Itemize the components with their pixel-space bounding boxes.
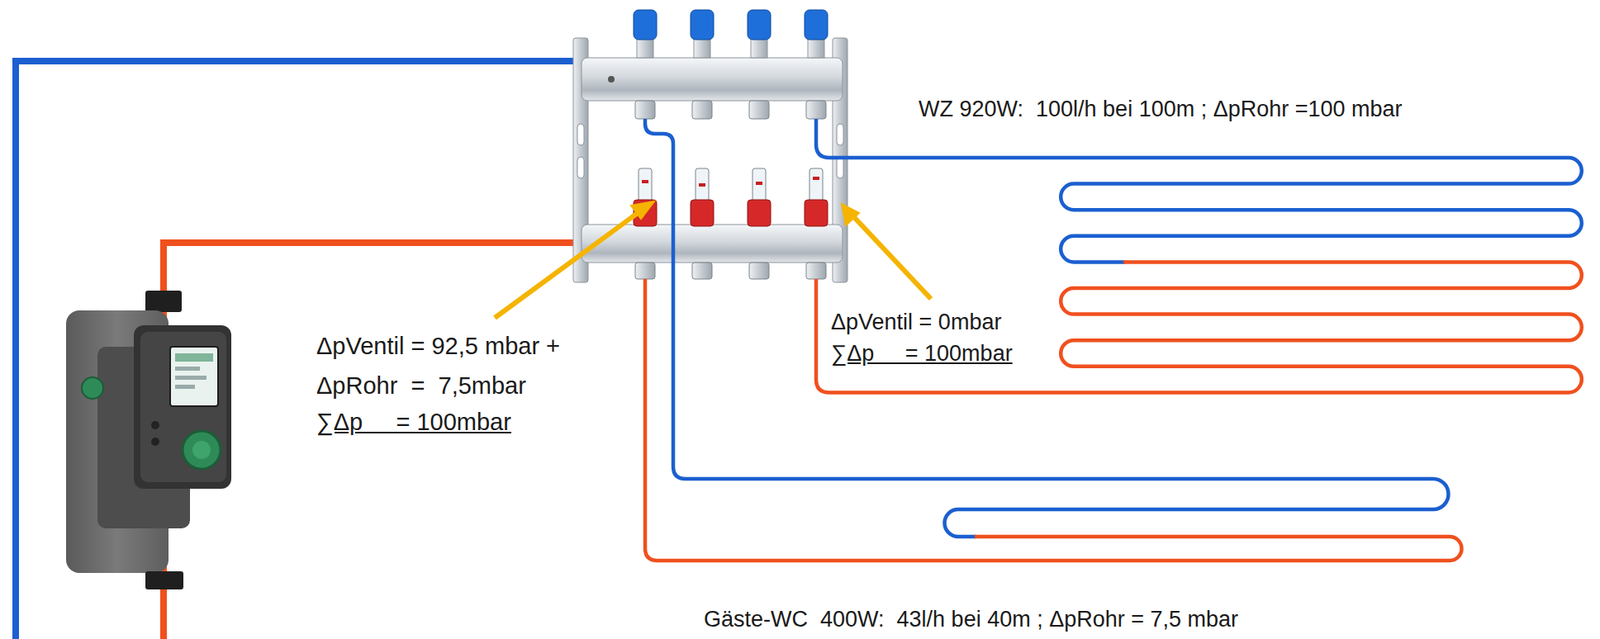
manifold: [573, 9, 848, 283]
return-pipe: [15, 61, 582, 639]
heating-loop-flow: [645, 279, 1463, 561]
pressure-note: ΔpVentil = 92,5 mbar +: [316, 332, 561, 361]
circuit-spec: Gäste-WC 400W: 43l/h bei 40m ; ΔpRohr = …: [703, 606, 1239, 633]
heating-loop-return: [816, 118, 1582, 262]
pressure-note: ΔpRohr = 7,5mbar: [316, 371, 527, 401]
pointer-arrow: [494, 201, 931, 319]
circulation-pump: [66, 290, 232, 590]
heating-loop-return: [645, 118, 1449, 537]
pressure-note: ΔpVentil = 0mbar: [830, 308, 1002, 336]
circuit-spec: WZ 920W: 100l/h bei 100m ; ΔpRohr =100 m…: [918, 95, 1403, 123]
pressure-sum: ∑Δp = 100mbar: [316, 408, 512, 437]
heating-loop-flow: [816, 261, 1582, 393]
pressure-sum: ∑Δp = 100mbar: [830, 340, 1013, 367]
